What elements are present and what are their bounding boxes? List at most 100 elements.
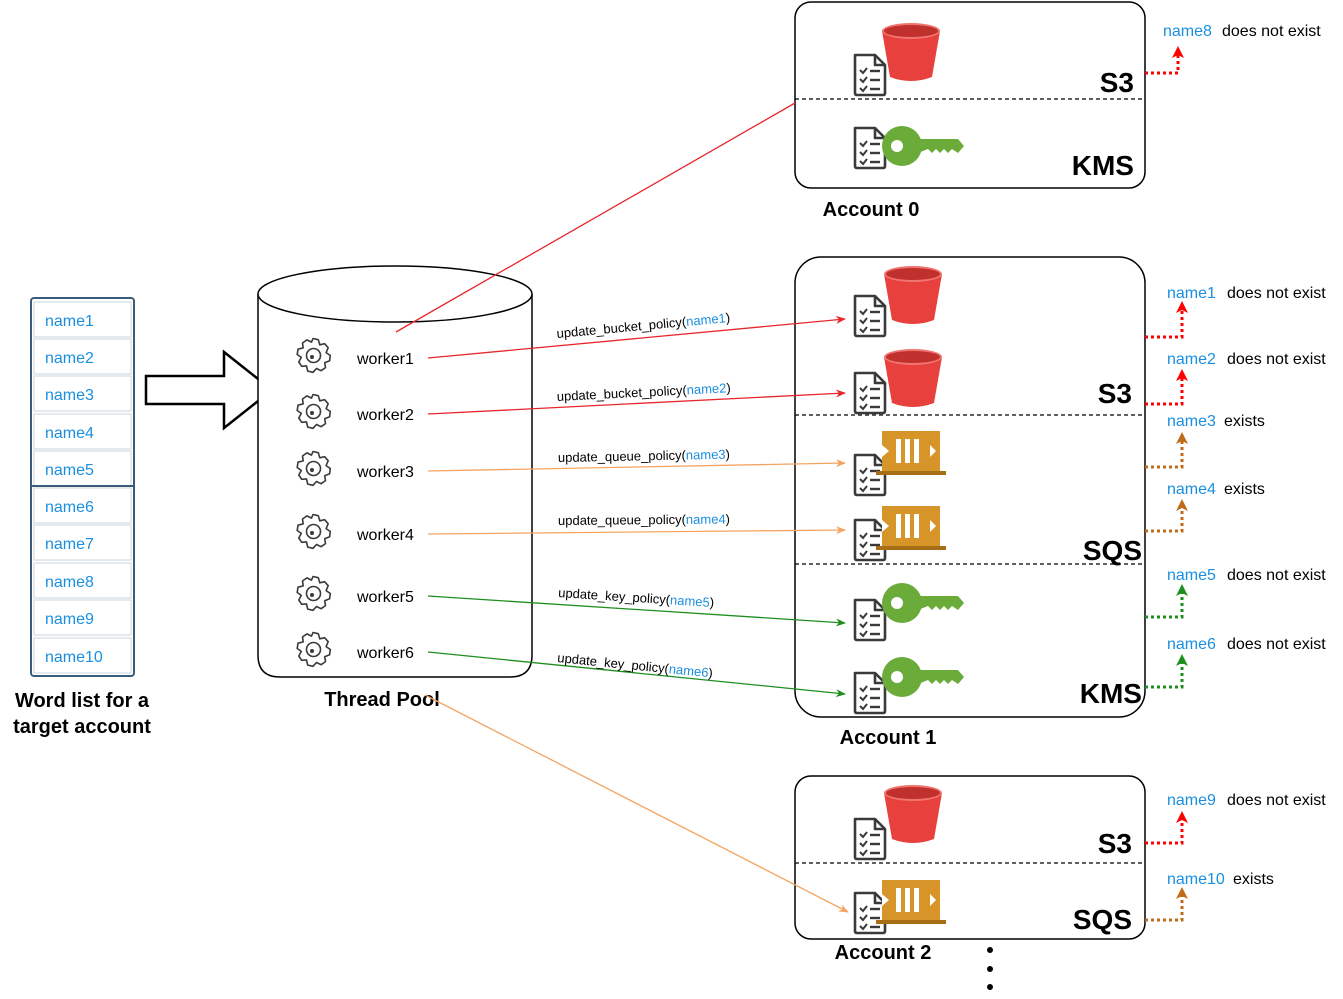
- result-name: name2: [1167, 351, 1216, 368]
- account1-box: S3 SQS KMS Account 1: [794, 256, 1146, 749]
- s3-bucket-icon: [882, 23, 940, 81]
- sqs-queue-icon: [876, 431, 946, 475]
- account-label: Account 1: [840, 727, 937, 749]
- call-close: ): [726, 511, 730, 526]
- call-close: ): [726, 380, 731, 395]
- word-list-name: name5: [45, 462, 94, 479]
- result-label: name1 does not exist: [1167, 285, 1326, 302]
- service-label-sqs: SQS: [1083, 535, 1142, 566]
- word-list: name1name2name3name4name5name6name7name8…: [13, 297, 151, 738]
- word-list-name: name10: [45, 649, 103, 666]
- service-label-sqs: SQS: [1073, 904, 1132, 935]
- thread-pool-top: [257, 265, 533, 323]
- worker-label: worker5: [356, 589, 414, 606]
- worker2-arrow: [427, 389, 846, 415]
- result-status: exists: [1233, 871, 1274, 888]
- connections: [395, 102, 849, 913]
- word-list-item: name5: [33, 450, 132, 487]
- call-function: update_queue_policy(: [558, 512, 687, 528]
- word-list-name: name8: [45, 574, 94, 591]
- result-status: does not exist: [1227, 636, 1326, 653]
- call-label: update_queue_policy(name4): [558, 511, 730, 528]
- call-label: update_key_policy(name6): [557, 650, 714, 680]
- call-close: ): [725, 310, 731, 325]
- policy-doc-icon: [853, 126, 887, 170]
- call-argument: name4: [686, 512, 726, 527]
- worker: worker1: [296, 337, 414, 374]
- worker1-arrow: [427, 315, 846, 359]
- call-function: update_key_policy(: [557, 650, 671, 676]
- policy-doc-icon: [853, 671, 887, 715]
- s3-bucket-icon: [884, 785, 942, 843]
- sqs-queue-icon: [876, 506, 946, 550]
- call-function: update_bucket_policy(: [556, 314, 688, 341]
- worker: worker4: [296, 513, 414, 550]
- call-function: update_key_policy(: [558, 585, 671, 607]
- word-list-item: name4: [33, 413, 132, 450]
- service-label-s3: S3: [1098, 828, 1132, 859]
- result-arrow-name4: [1145, 499, 1188, 533]
- policy-doc-icon: [853, 817, 887, 861]
- result-name: name1: [1167, 285, 1216, 302]
- policy-doc-icon: [853, 371, 887, 415]
- call-argument: name6: [668, 661, 709, 680]
- result-arrow-name8: [1145, 46, 1184, 75]
- worker6-arrow: [427, 651, 846, 698]
- word-list-item: name7: [33, 524, 132, 561]
- result-arrow-name5: [1145, 584, 1188, 619]
- result-status: exists: [1224, 481, 1265, 498]
- word-list-item: name10: [33, 637, 132, 674]
- account0-box: S3 KMS Account 0: [794, 1, 1146, 221]
- result-arrow-name3: [1145, 432, 1188, 469]
- word-list-name: name6: [45, 499, 94, 516]
- result-status: does not exist: [1227, 285, 1326, 302]
- worker3-arrow: [427, 459, 846, 472]
- word-list-item: name9: [33, 599, 132, 636]
- word-list-item: name8: [33, 562, 132, 599]
- word-list-caption-line1: Word list for a: [15, 690, 150, 712]
- s3-bucket-icon: [884, 349, 942, 407]
- worker-label: worker1: [356, 351, 414, 368]
- call-label: update_bucket_policy(name2): [556, 380, 731, 404]
- worker: worker2: [296, 393, 414, 430]
- result-arrow-name2: [1145, 369, 1188, 406]
- result-status: does not exist: [1227, 792, 1326, 809]
- call-argument: name3: [686, 447, 726, 463]
- word-list-caption-line2: target account: [13, 716, 151, 738]
- policy-doc-icon: [853, 598, 887, 642]
- word-list-name: name4: [45, 425, 94, 442]
- word-list-item: name1: [33, 301, 132, 338]
- thread-pool-label: Thread Pool: [324, 689, 440, 711]
- result-arrows: [1145, 46, 1188, 922]
- call-function: update_queue_policy(: [558, 448, 687, 465]
- word-list-item: name6: [33, 487, 132, 524]
- pool-to-account2-arrow: [424, 694, 849, 913]
- call-argument: name2: [686, 380, 726, 397]
- call-close: ): [708, 665, 714, 680]
- policy-doc-icon: [853, 294, 887, 338]
- result-status: does not exist: [1222, 23, 1321, 40]
- s3-bucket-icon: [884, 266, 942, 324]
- worker-label: worker6: [356, 645, 414, 662]
- word-list-name: name2: [45, 350, 94, 367]
- word-list-name: name9: [45, 611, 94, 628]
- worker-label: worker4: [356, 527, 414, 544]
- call-label: update_queue_policy(name3): [558, 447, 730, 465]
- result-status: exists: [1224, 413, 1265, 430]
- call-argument: name5: [670, 592, 711, 610]
- call-argument: name1: [685, 310, 726, 329]
- word-list-name: name7: [45, 536, 94, 553]
- call-function: update_bucket_policy(: [556, 382, 687, 404]
- policy-doc-icon: [853, 518, 887, 562]
- account2-box: S3 SQS Account 2: [794, 775, 1146, 964]
- sqs-queue-icon: [876, 880, 946, 924]
- thread-pool: Thread Pool worker1worker2worker3worker4…: [257, 265, 533, 711]
- service-label-kms: KMS: [1072, 150, 1134, 181]
- result-name: name10: [1167, 871, 1225, 888]
